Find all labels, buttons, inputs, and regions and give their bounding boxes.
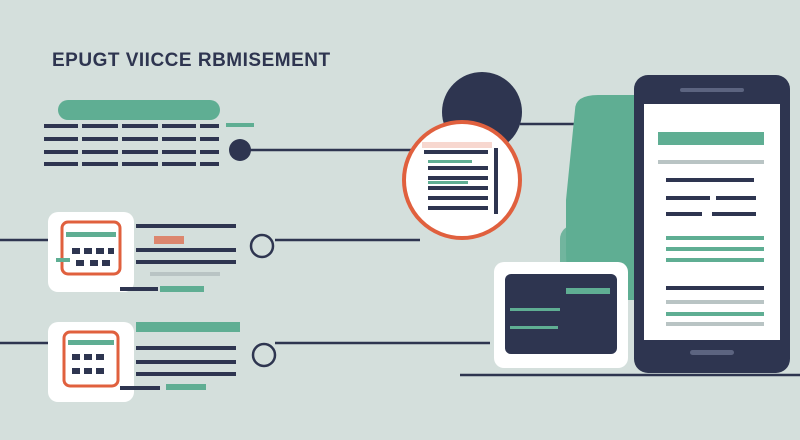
calendar-card-1 xyxy=(48,212,275,292)
smartphone-icon xyxy=(634,75,790,373)
calendar-card-2 xyxy=(48,322,277,402)
page-title: EPUGT VIICCE RBMISEMENT xyxy=(52,50,331,71)
magnifier-icon xyxy=(402,120,522,240)
table-graphic xyxy=(44,100,254,170)
laptop-icon xyxy=(494,262,628,368)
connector-lines xyxy=(0,122,800,377)
